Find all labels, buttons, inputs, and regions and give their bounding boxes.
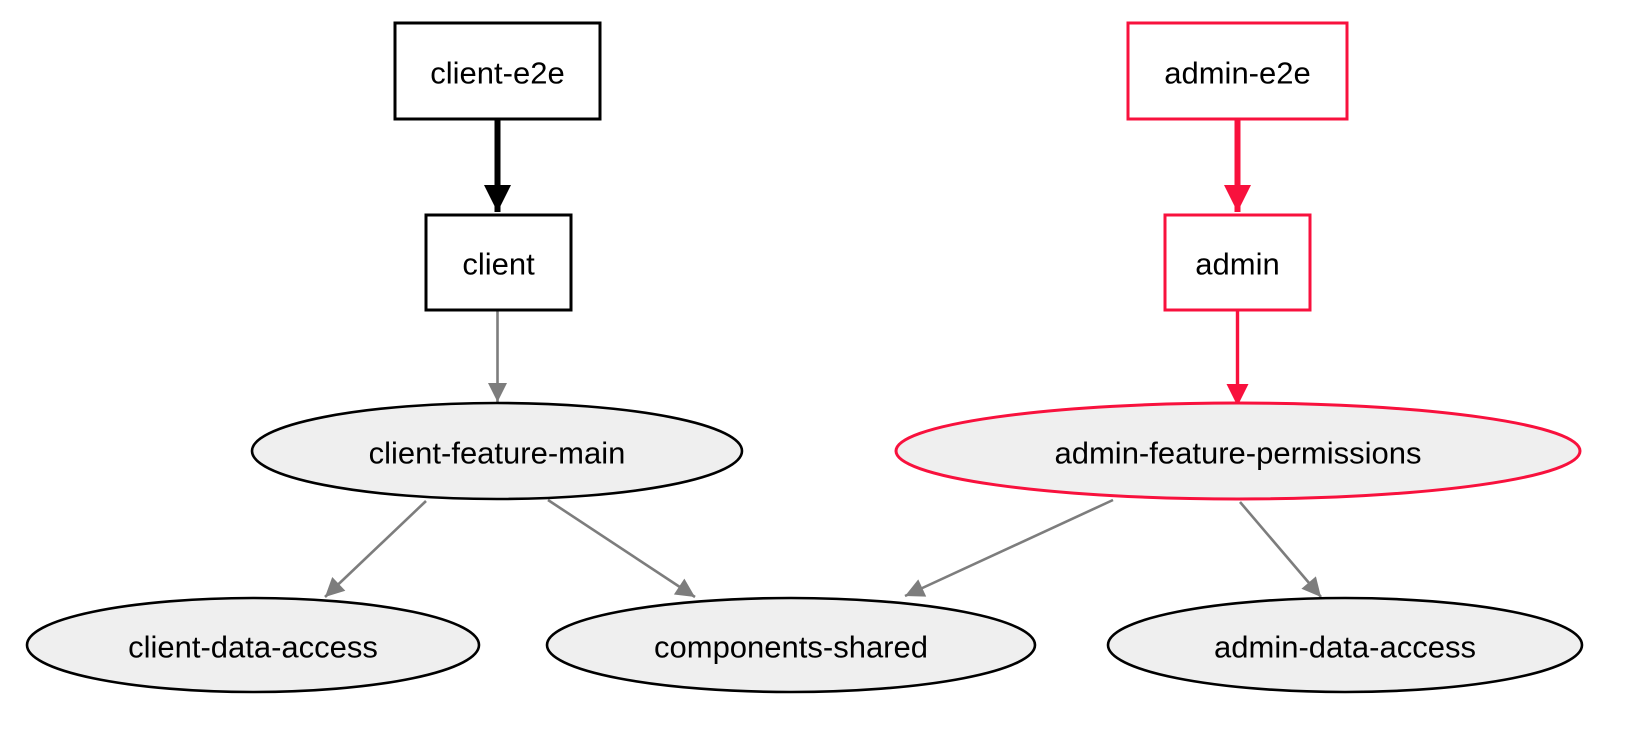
node-admin-e2e-label: admin-e2e bbox=[1164, 56, 1310, 91]
node-admin-feature-permissions[interactable]: admin-feature-permissions bbox=[894, 401, 1582, 501]
node-admin-data-access-label: admin-data-access bbox=[1214, 630, 1476, 665]
edges-layer bbox=[324, 119, 1322, 599]
edge-admin-feature-permissions-to-admin-data-access bbox=[1239, 501, 1322, 598]
edge-client-feature-main-to-client-data-access bbox=[324, 500, 427, 598]
node-components-shared-shape bbox=[545, 596, 1037, 694]
node-admin[interactable]: admin bbox=[1163, 213, 1312, 312]
node-client-feature-main-shape bbox=[250, 401, 744, 501]
node-admin-e2e-shape bbox=[1126, 21, 1349, 121]
node-client-shape bbox=[424, 213, 573, 312]
node-client-e2e-label: client-e2e bbox=[430, 56, 564, 91]
node-client-feature-main[interactable]: client-feature-main bbox=[250, 401, 744, 501]
node-components-shared-label: components-shared bbox=[654, 630, 928, 665]
node-client-label: client bbox=[462, 247, 535, 282]
node-client-e2e[interactable]: client-e2e bbox=[393, 21, 602, 121]
nodes-layer: client-e2e client admin-e2e admin client… bbox=[25, 21, 1584, 694]
node-client-data-access[interactable]: client-data-access bbox=[25, 596, 481, 694]
node-admin-data-access[interactable]: admin-data-access bbox=[1106, 596, 1584, 694]
node-client[interactable]: client bbox=[424, 213, 573, 312]
node-client-feature-main-label: client-feature-main bbox=[369, 436, 626, 471]
edge-admin-feature-permissions-to-components-shared bbox=[904, 498, 1114, 598]
node-admin-feature-permissions-shape bbox=[894, 401, 1582, 501]
node-client-e2e-shape bbox=[393, 21, 602, 121]
node-admin-data-access-shape bbox=[1106, 596, 1584, 694]
node-admin-e2e[interactable]: admin-e2e bbox=[1126, 21, 1349, 121]
node-client-data-access-label: client-data-access bbox=[128, 630, 378, 665]
node-components-shared[interactable]: components-shared bbox=[545, 596, 1037, 694]
node-client-data-access-shape bbox=[25, 596, 481, 694]
node-admin-shape bbox=[1163, 213, 1312, 312]
edge-client-feature-main-to-components-shared bbox=[547, 498, 696, 599]
node-admin-label: admin bbox=[1195, 247, 1279, 282]
node-admin-feature-permissions-label: admin-feature-permissions bbox=[1055, 436, 1422, 471]
